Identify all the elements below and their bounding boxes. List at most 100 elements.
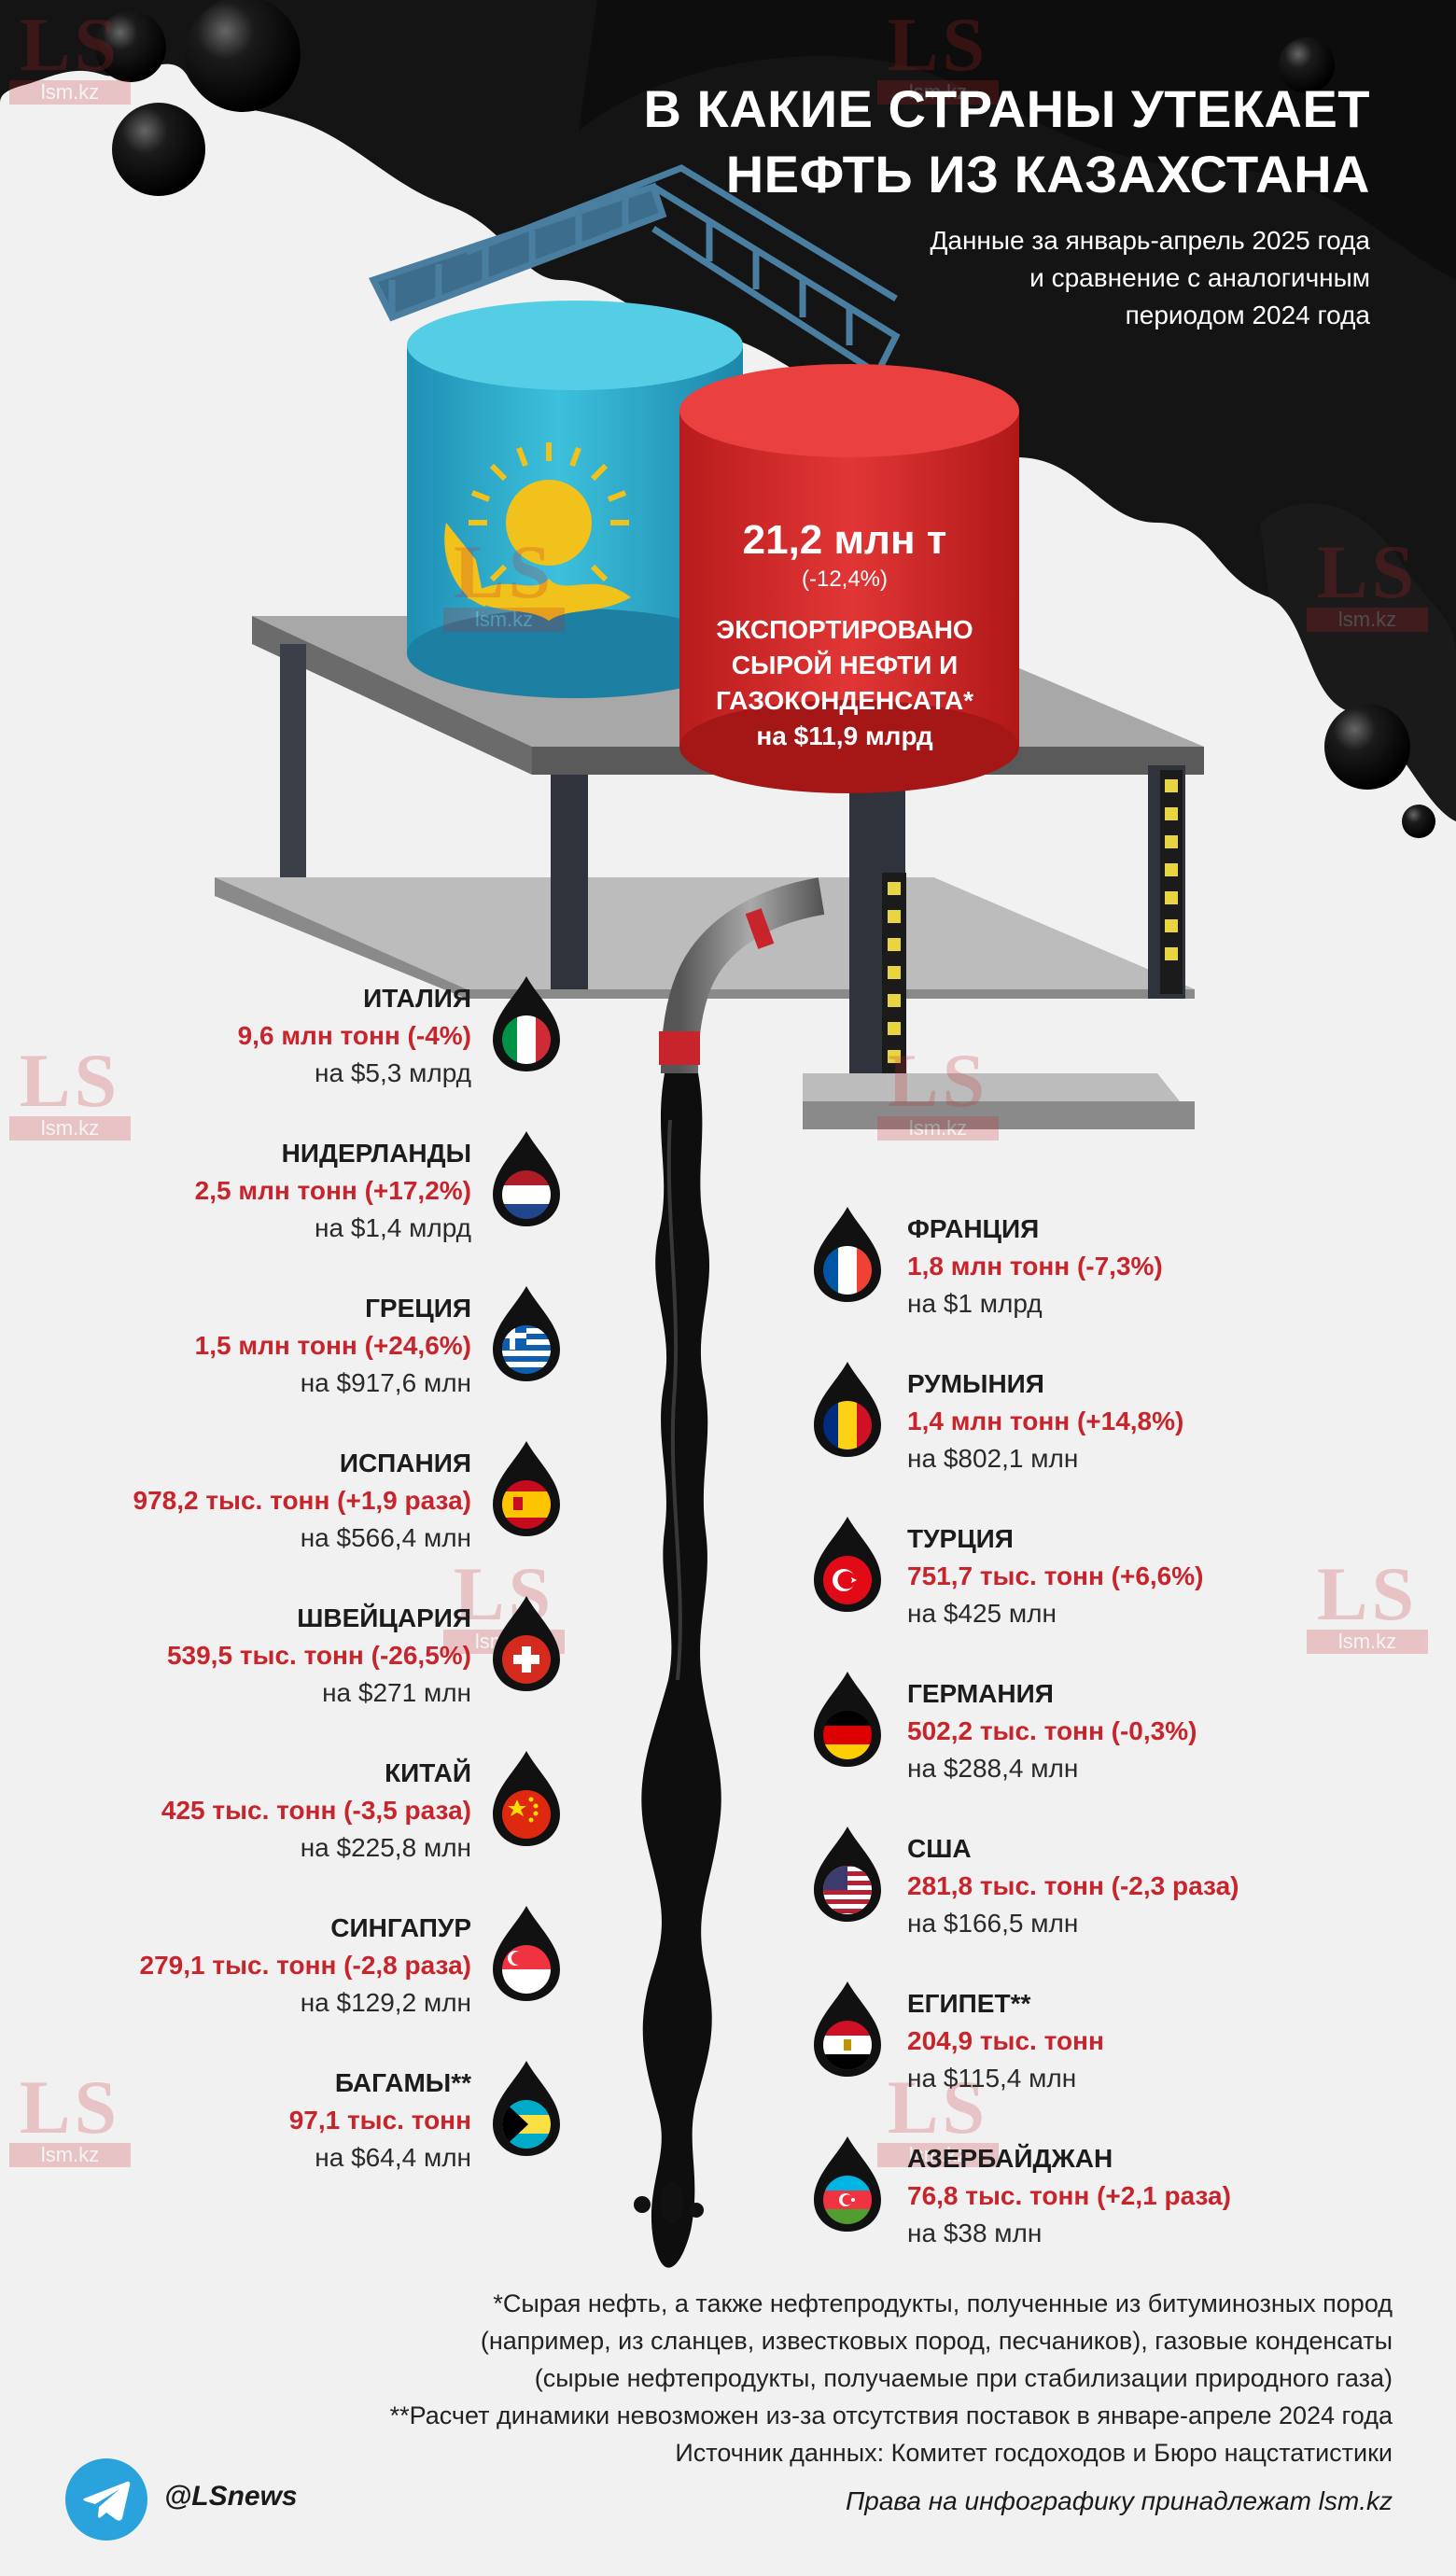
country-name: ГЕРМАНИЯ	[907, 1679, 1054, 1708]
oil-splash	[0, 0, 1456, 821]
country-volume: 1,8 млн тонн (-7,3%)	[907, 1252, 1163, 1281]
country-volume: 76,8 тыс. тонн (+2,1 раза)	[907, 2181, 1231, 2210]
oil-stream	[641, 1073, 721, 2268]
country-value: на $129,2 млн	[300, 1988, 471, 2017]
usa-flag-icon	[810, 1823, 885, 1930]
country-volume: 97,1 тыс. тонн	[288, 2106, 471, 2135]
country-value: на $802,1 млн	[907, 1444, 1079, 1473]
footnote-line: **Расчет динамики невозможен из-за отсут…	[389, 2401, 1393, 2429]
footnote-line: (например, из сланцев, известковых пород…	[480, 2327, 1393, 2355]
country-value: на $917,6 млн	[300, 1368, 471, 1397]
country-volume: 281,8 тыс. тонн (-2,3 раза)	[907, 1871, 1239, 1900]
page-title-line: НЕФТЬ ИЗ КАЗАХСТАНА	[725, 145, 1370, 203]
export-label-line: ЭКСПОРТИРОВАНО	[716, 615, 973, 644]
page-title-line: В КАКИЕ СТРАНЫ УТЕКАЕТ	[643, 79, 1370, 138]
country-entry: КИТАЙ 425 тыс. тонн (-3,5 раза) на $225,8 …	[161, 1755, 471, 1867]
country-entry: ТУРЦИЯ 751,7 тыс. тонн (+6,6%) на $425 млн	[907, 1520, 1203, 1632]
china-flag-icon	[489, 1747, 564, 1855]
country-name: ФРАНЦИЯ	[907, 1214, 1040, 1243]
country-name: ИТАЛИЯ	[363, 984, 471, 1013]
country-volume: 425 тыс. тонн (-3,5 раза)	[161, 1796, 471, 1825]
country-value: на $166,5 млн	[907, 1909, 1079, 1938]
country-volume: 204,9 тыс. тонн	[907, 2026, 1104, 2055]
footnote-line: *Сырая нефть, а также нефтепродукты, пол…	[493, 2289, 1393, 2317]
country-name: ШВЕЙЦАРИЯ	[297, 1603, 471, 1632]
country-volume: 539,5 тыс. тонн (-26,5%)	[166, 1641, 471, 1670]
page-title: В КАКИЕ СТРАНЫ УТЕКАЕТ НЕФТЬ ИЗ КАЗАХСТА…	[644, 77, 1370, 207]
country-volume: 751,7 тыс. тонн (+6,6%)	[907, 1561, 1204, 1590]
country-name: КИТАЙ	[385, 1758, 471, 1787]
country-value: на $1,4 млрд	[315, 1213, 471, 1242]
romania-flag-icon	[810, 1358, 885, 1465]
country-volume: 502,2 тыс. тонн (-0,3%)	[907, 1716, 1197, 1745]
country-volume: 1,4 млн тонн (+14,8%)	[907, 1407, 1184, 1435]
france-flag-icon	[810, 1203, 885, 1310]
export-label: ЭКСПОРТИРОВАНО СЫРОЙ НЕФТИ И ГАЗОКОНДЕНС…	[667, 612, 1022, 754]
country-entry: ФРАНЦИЯ 1,8 млн тонн (-7,3%) на $1 млрд	[907, 1211, 1163, 1323]
egypt-flag-icon	[810, 1978, 885, 2085]
export-label-line: ГАЗОКОНДЕНСАТА*	[715, 686, 974, 715]
page-subtitle: Данные за январь-апрель 2025 года и срав…	[930, 222, 1370, 334]
country-value: на $225,8 млн	[300, 1833, 471, 1862]
country-entry: СИНГАПУР 279,1 тыс. тонн (-2,8 раза) на $1…	[140, 1910, 471, 2022]
subtitle-line: Данные за январь-апрель 2025 года	[930, 226, 1370, 255]
country-name: ЕГИПЕТ**	[907, 1989, 1031, 2018]
country-value: на $64,4 млн	[315, 2143, 471, 2172]
country-entry: ГРЕЦИЯ 1,5 млн тонн (+24,6%) на $917,6 млн	[195, 1290, 471, 1402]
greece-flag-icon	[489, 1282, 564, 1390]
telegram-icon[interactable]	[65, 2458, 147, 2541]
country-entry: ШВЕЙЦАРИЯ 539,5 тыс. тонн (-26,5%) на $271…	[167, 1600, 471, 1712]
country-value: на $425 млн	[907, 1599, 1057, 1628]
country-value: на $38 млн	[907, 2219, 1043, 2247]
country-name: БАГАМЫ**	[334, 2068, 471, 2097]
footnote-line: Источник данных: Комитет госдоходов и Бю…	[675, 2439, 1393, 2467]
country-value: на $566,4 млн	[300, 1523, 471, 1552]
footnote-line: (сырые нефтепродукты, получаемые при ста…	[534, 2364, 1393, 2392]
country-volume: 1,5 млн тонн (+24,6%)	[194, 1331, 471, 1360]
country-name: АЗЕРБАЙДЖАН	[907, 2144, 1113, 2173]
export-label-line: СЫРОЙ НЕФТИ И	[731, 651, 959, 679]
country-volume: 2,5 млн тонн (+17,2%)	[194, 1176, 471, 1205]
country-value: на $1 млрд	[907, 1289, 1043, 1318]
country-name: НИДЕРЛАНДЫ	[281, 1139, 471, 1168]
country-value: на $288,4 млн	[907, 1754, 1079, 1783]
footnotes: *Сырая нефть, а также нефтепродукты, пол…	[86, 2285, 1393, 2471]
country-value: на $271 млн	[322, 1678, 471, 1707]
country-name: СИНГАПУР	[330, 1913, 471, 1942]
country-name: ГРЕЦИЯ	[365, 1294, 471, 1323]
country-volume: 279,1 тыс. тонн (-2,8 раза)	[139, 1951, 471, 1980]
export-volume: 21,2 млн т	[742, 517, 947, 563]
country-entry: АЗЕРБАЙДЖАН 76,8 тыс. тонн (+2,1 раза) на …	[907, 2140, 1231, 2252]
germany-flag-icon	[810, 1668, 885, 1775]
switzerland-flag-icon	[489, 1592, 564, 1700]
export-change: (-12,4%)	[801, 567, 889, 592]
telegram-handle[interactable]: @LSnews	[164, 2481, 298, 2512]
country-entry: НИДЕРЛАНДЫ 2,5 млн тонн (+17,2%) на $1,4 м…	[195, 1135, 471, 1247]
subtitle-line: и сравнение с аналогичным	[1029, 263, 1370, 292]
country-entry: ГЕРМАНИЯ 502,2 тыс. тонн (-0,3%) на $288,4…	[907, 1675, 1197, 1787]
italy-flag-icon	[489, 973, 564, 1080]
copyright-note: Права на инфографику принадлежат lsm.kz	[845, 2486, 1393, 2515]
country-entry: США 281,8 тыс. тонн (-2,3 раза) на $166,5 …	[907, 1830, 1239, 1942]
country-name: США	[907, 1834, 972, 1863]
spain-flag-icon	[489, 1437, 564, 1545]
country-volume: 9,6 млн тонн (-4%)	[237, 1021, 471, 1050]
country-entry: БАГАМЫ** 97,1 тыс. тонн на $64,4 млн	[289, 2065, 471, 2177]
country-entry: ИТАЛИЯ 9,6 млн тонн (-4%) на $5,3 млрд	[238, 980, 471, 1092]
country-name: ТУРЦИЯ	[907, 1524, 1014, 1553]
bahamas-flag-icon	[489, 2057, 564, 2164]
azerbaijan-flag-icon	[810, 2133, 885, 2240]
country-value: на $5,3 млрд	[315, 1058, 471, 1087]
kazakh-sun-icon	[444, 442, 631, 621]
country-name: РУМЫНИЯ	[907, 1369, 1044, 1398]
country-entry: РУМЫНИЯ 1,4 млн тонн (+14,8%) на $802,1 мл…	[907, 1365, 1183, 1477]
country-value: на $115,4 млн	[907, 2064, 1077, 2093]
